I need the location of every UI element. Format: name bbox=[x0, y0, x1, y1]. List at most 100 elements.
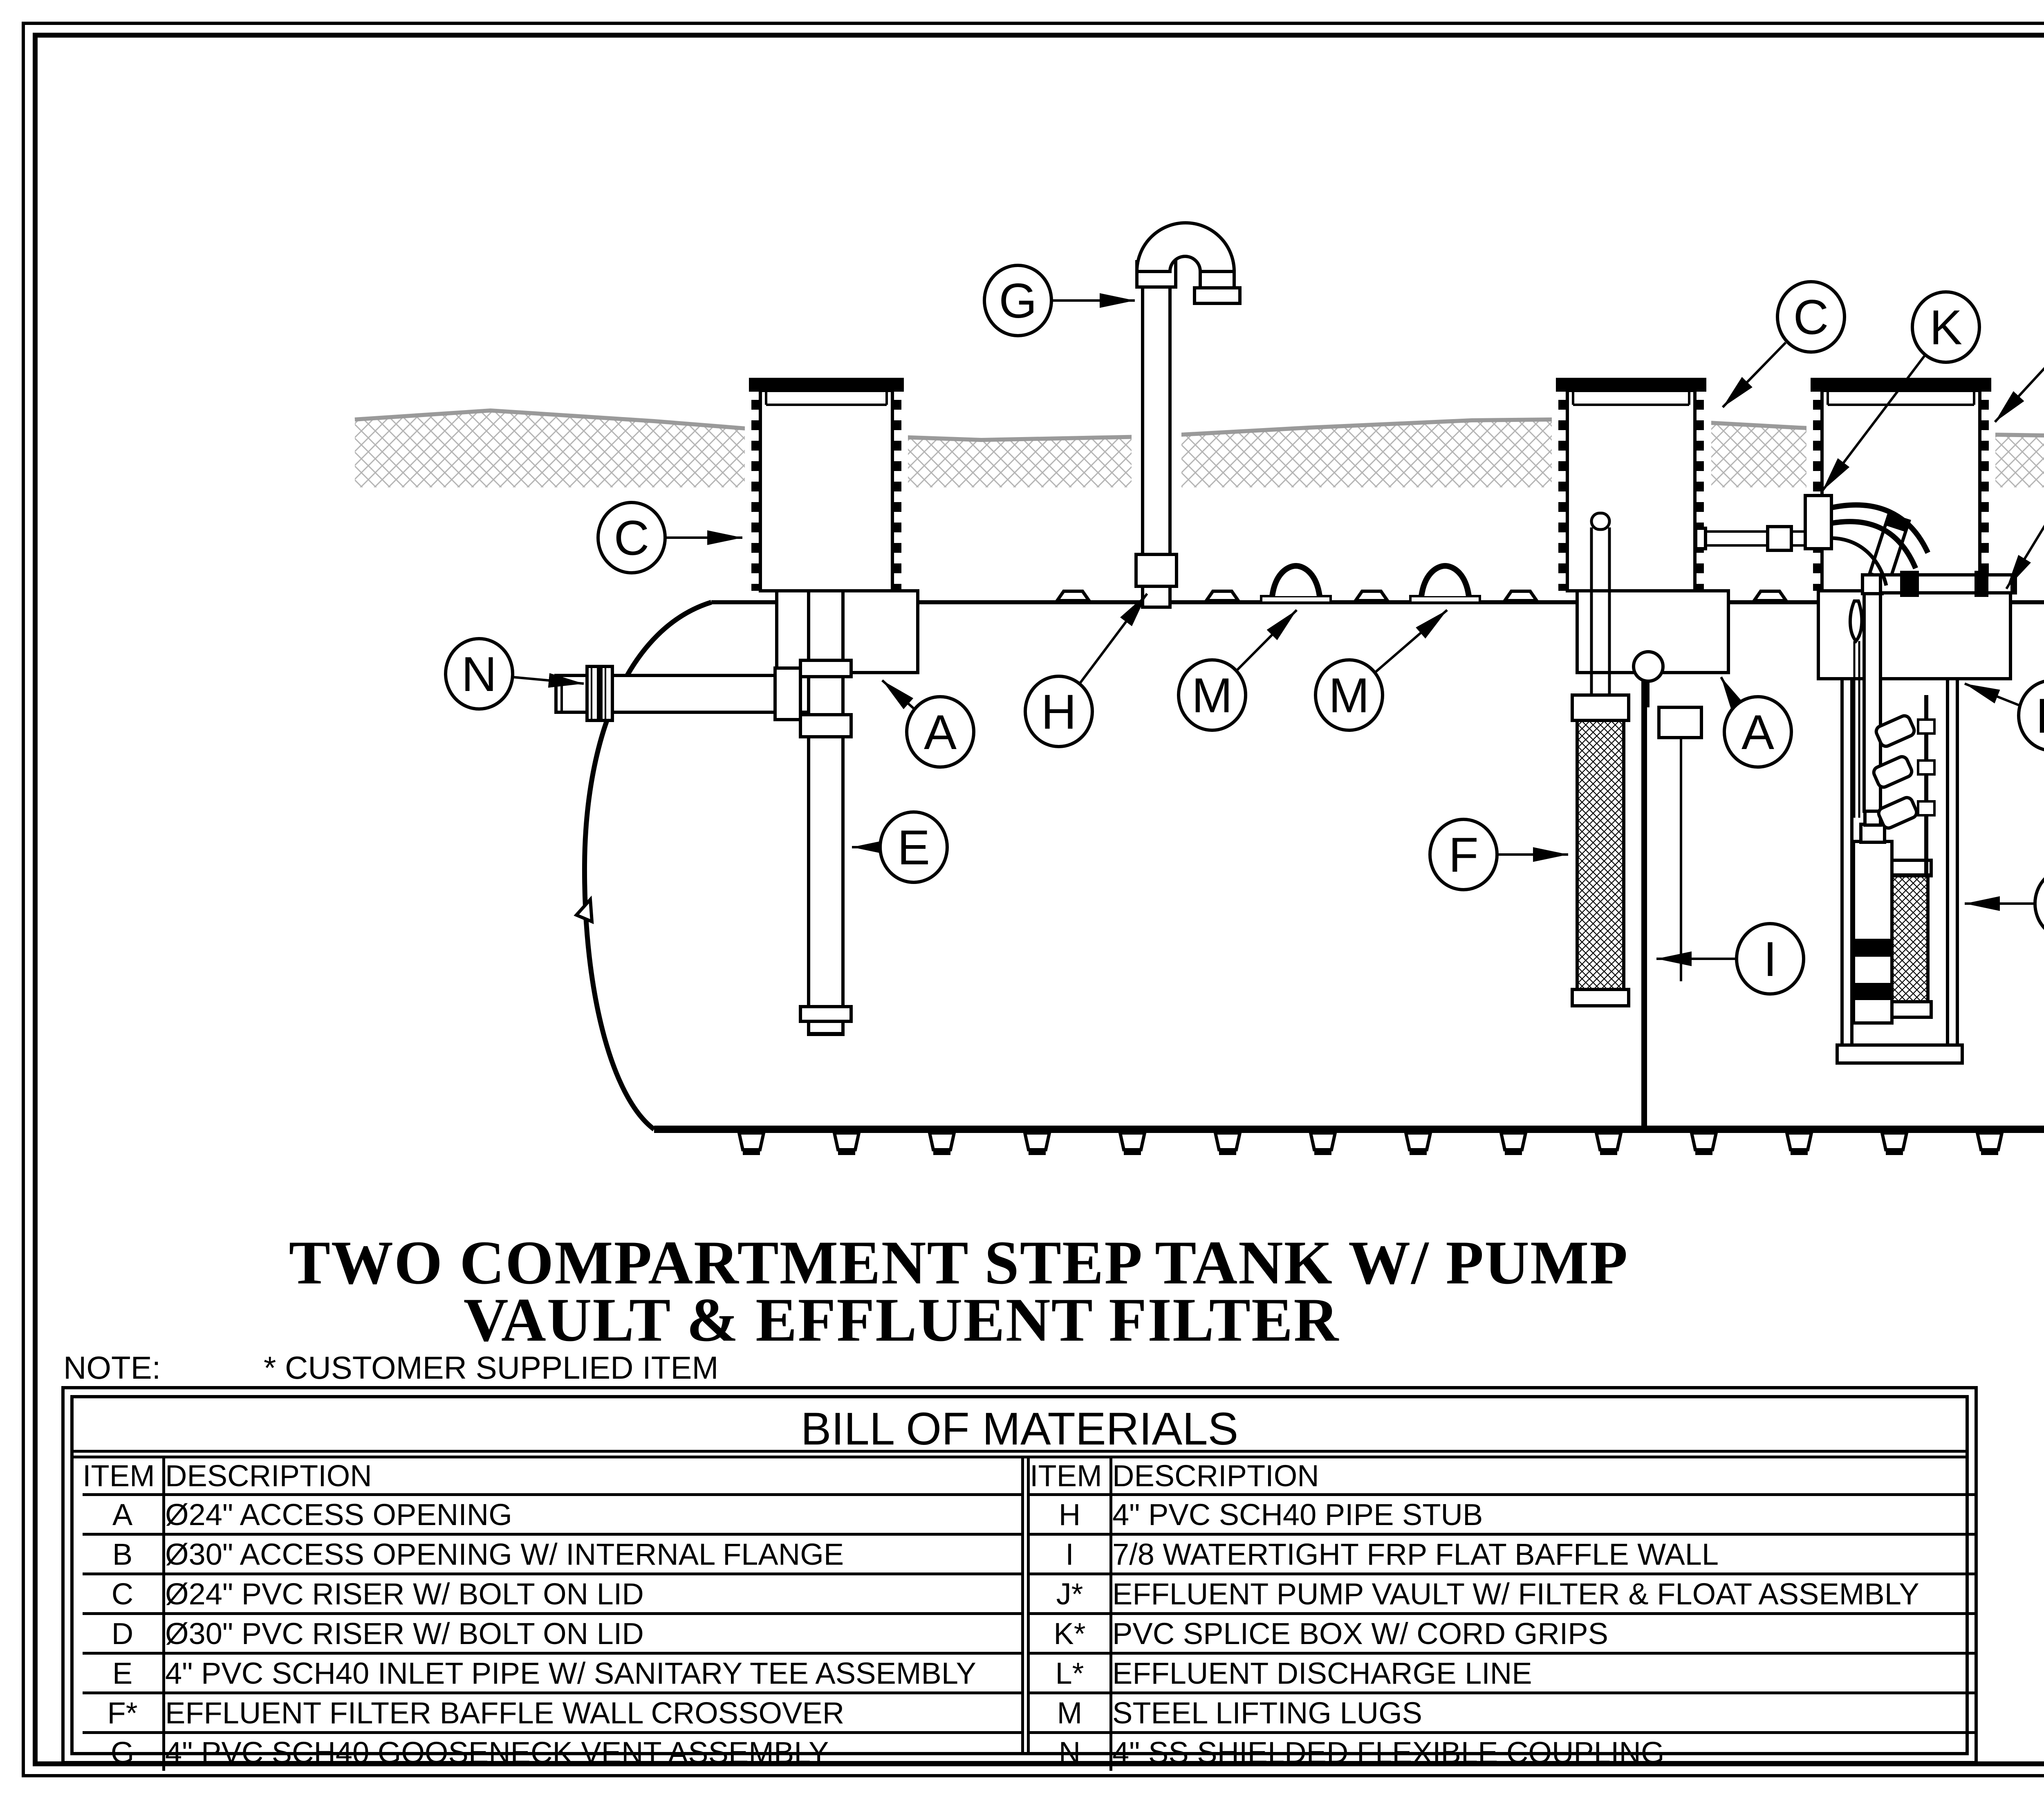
bom-desc: 4" PVC SCH40 GOOSENECK VENT ASSEMBLY bbox=[164, 1731, 1021, 1771]
bom-desc: Ø24" ACCESS OPENING bbox=[165, 1497, 512, 1532]
callout-E-balloon: E bbox=[879, 810, 949, 884]
lifting-lugs bbox=[1260, 563, 1481, 604]
float-switch bbox=[1874, 714, 1916, 748]
bom-desc: EFFLUENT FILTER BAFFLE WALL CROSSOVER bbox=[164, 1691, 1021, 1733]
bom-item: J* bbox=[1030, 1572, 1112, 1614]
callout-letter: B bbox=[2036, 689, 2044, 743]
bom-item: E bbox=[83, 1652, 165, 1693]
bom-row: F*EFFLUENT FILTER BAFFLE WALL CROSSOVER bbox=[83, 1691, 1021, 1733]
pump-cable bbox=[1830, 502, 1930, 554]
bom-col-item: ITEM bbox=[83, 1458, 165, 1496]
bom-desc: 4" SS SHIELDED FLEXIBLE COUPLING bbox=[1111, 1731, 1975, 1771]
note-label: NOTE: bbox=[63, 1350, 161, 1386]
note: NOTE: * CUSTOMER SUPPLIED ITEM bbox=[63, 1349, 718, 1386]
callout-letter: N bbox=[462, 647, 497, 702]
callout-letter: F bbox=[1448, 828, 1478, 882]
splice-box bbox=[1694, 494, 1833, 552]
filter-cartridge bbox=[1576, 719, 1625, 991]
bom-item: I bbox=[1030, 1533, 1112, 1574]
tank-left-dome bbox=[582, 600, 712, 1131]
risers bbox=[749, 378, 1991, 592]
riser-bolt-on-lid bbox=[749, 378, 904, 392]
bom-item: N bbox=[1030, 1731, 1112, 1771]
bom-row: K*PVC SPLICE BOX W/ CORD GRIPS bbox=[1030, 1612, 1975, 1653]
pump-vault bbox=[1830, 502, 2017, 1065]
sanitary-tee bbox=[799, 713, 853, 738]
callout-F-balloon: F bbox=[1428, 818, 1499, 891]
bom-col-desc: DESCRIPTION bbox=[1111, 1458, 1975, 1496]
bom-item: K* bbox=[1030, 1612, 1112, 1653]
callout-letter: A bbox=[1741, 705, 1774, 760]
callout-B-balloon: B bbox=[2017, 680, 2044, 751]
callout-A-balloon: A bbox=[905, 695, 975, 769]
callout-balloons: GCNAHEMMFICKDLABJ bbox=[444, 264, 2044, 996]
gooseneck-arch bbox=[1135, 221, 1236, 273]
gooseneck-vent bbox=[1134, 221, 1242, 609]
bom-title: BILL OF MATERIALS bbox=[800, 1403, 1239, 1454]
bom-item: G bbox=[83, 1731, 165, 1771]
callout-letter: C bbox=[614, 511, 650, 565]
callout-H-balloon: H bbox=[1024, 675, 1094, 748]
callout-letter: H bbox=[1041, 684, 1077, 739]
bom-desc: EFFLUENT PUMP VAULT W/ FILTER & FLOAT AS… bbox=[1111, 1572, 1975, 1614]
bom-col-item: ITEM bbox=[1030, 1458, 1112, 1496]
bom-item: C bbox=[83, 1572, 165, 1614]
bom-row: L*EFFLUENT DISCHARGE LINE bbox=[1030, 1652, 1975, 1693]
filter-float-ball bbox=[1632, 650, 1665, 683]
callout-G-balloon: G bbox=[983, 264, 1053, 337]
pvc-riser bbox=[749, 378, 904, 592]
callout-letter: E bbox=[897, 820, 930, 875]
drawing-title-line1: TWO COMPARTMENT STEP TANK W/ PUMP bbox=[289, 1228, 1629, 1297]
tank-top-bumps bbox=[1054, 590, 1789, 602]
callout-letter: A bbox=[924, 705, 957, 760]
bom-desc: 7/8 WATERTIGHT FRP FLAT BAFFLE WALL bbox=[1111, 1533, 1975, 1574]
callout-M-balloon: M bbox=[1314, 658, 1384, 732]
inlet-assembly bbox=[554, 511, 853, 1036]
bom-item: A bbox=[83, 1494, 165, 1534]
bom-item: B bbox=[83, 1533, 165, 1574]
dome-tab-left bbox=[574, 895, 594, 924]
bom-item: D bbox=[83, 1612, 165, 1653]
callout-letter: M bbox=[1192, 668, 1233, 723]
bom-desc: Ø30" PVC RISER W/ BOLT ON LID bbox=[164, 1612, 1021, 1653]
bom-item: L* bbox=[1030, 1652, 1112, 1693]
bom-desc: Ø30" ACCESS OPENING W/ INTERNAL FLANGE bbox=[164, 1533, 1021, 1574]
callout-J-balloon: J bbox=[2033, 877, 2044, 930]
flexible-coupling bbox=[585, 665, 600, 722]
bom-item: M bbox=[1030, 1691, 1112, 1733]
riser-bolt-on-lid bbox=[1811, 378, 1991, 392]
bom-row: J*EFFLUENT PUMP VAULT W/ FILTER & FLOAT … bbox=[1030, 1572, 1975, 1614]
callout-I-balloon: I bbox=[1735, 922, 1805, 996]
callout-N-balloon: N bbox=[444, 637, 514, 711]
bom-item: H bbox=[1030, 1494, 1112, 1534]
callout-letter: M bbox=[1329, 668, 1369, 723]
callout-K-balloon: K bbox=[1911, 290, 1981, 364]
bom-desc: PVC SPLICE BOX W/ CORD GRIPS bbox=[1111, 1612, 1975, 1653]
drawing-title-line2: VAULT & EFFLUENT FILTER bbox=[463, 1285, 1340, 1354]
ground-surface-line bbox=[354, 408, 2044, 442]
note-text: * CUSTOMER SUPPLIED ITEM bbox=[264, 1350, 719, 1386]
callout-C-balloon: C bbox=[596, 501, 667, 574]
callout-A-balloon: A bbox=[1723, 695, 1793, 769]
tank-feet bbox=[737, 1131, 2004, 1155]
access-opening-b bbox=[1817, 589, 2012, 680]
callout-letter: C bbox=[1793, 290, 1829, 345]
bom-desc: 4" PVC SCH40 PIPE STUB bbox=[1112, 1497, 1483, 1532]
pvc-riser bbox=[1556, 378, 1706, 592]
pvc-riser bbox=[1811, 378, 1991, 592]
